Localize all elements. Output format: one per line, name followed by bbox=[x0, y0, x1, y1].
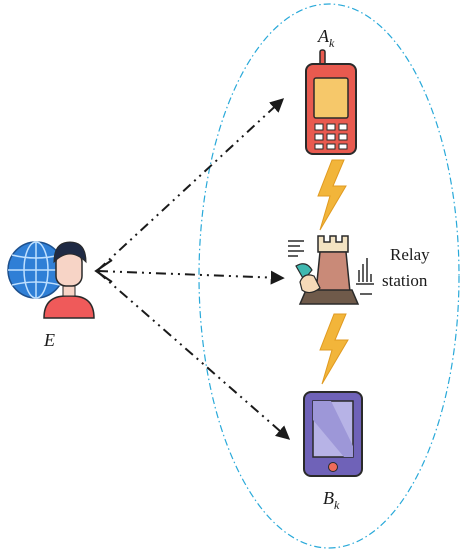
lightning-bolt-icon bbox=[317, 159, 347, 231]
arrow-to-bob bbox=[97, 271, 291, 440]
relay-station-tower-icon bbox=[288, 235, 374, 305]
arrow-to-relay bbox=[97, 270, 285, 285]
eavesdrop-arrows bbox=[94, 98, 291, 440]
alice-label: Ak bbox=[317, 26, 335, 50]
tablet-icon bbox=[303, 391, 363, 477]
network-boundary-ellipse bbox=[198, 3, 460, 549]
bob-label: Bk bbox=[323, 488, 340, 512]
arrow-origin-chevron bbox=[94, 259, 113, 283]
relay-station-label-line1: Relay bbox=[390, 245, 430, 264]
eve-label: E bbox=[43, 330, 55, 350]
lightning-bolt-icon bbox=[319, 313, 349, 385]
relay-station-label-line2: station bbox=[382, 271, 428, 290]
globe-person-icon bbox=[7, 241, 95, 319]
arrow-to-alice bbox=[97, 98, 285, 271]
mobile-phone-icon bbox=[305, 49, 357, 155]
